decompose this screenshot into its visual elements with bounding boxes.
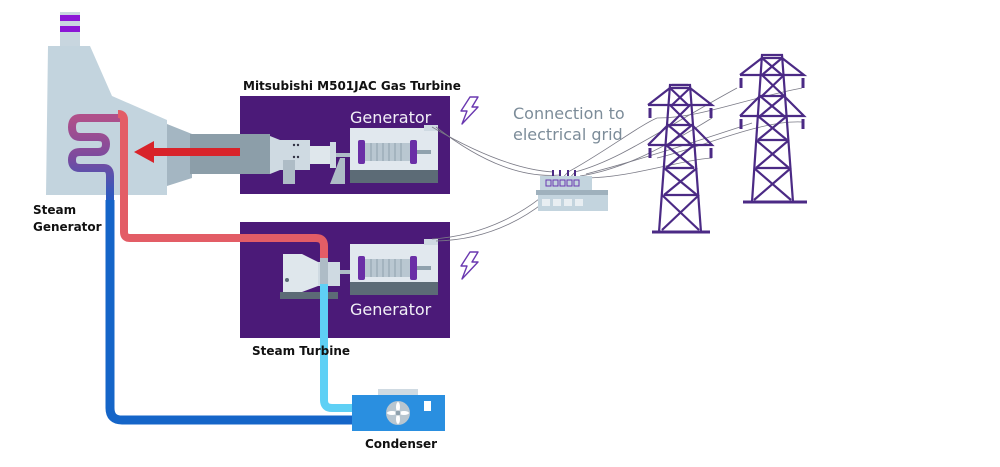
condensate-pipe (320, 284, 356, 412)
steam-turbine-generator (350, 239, 438, 295)
substation-icon (536, 170, 608, 211)
condenser (352, 389, 445, 431)
steam-turbine-machine (280, 254, 350, 299)
grid-connection-label-line2: electrical grid (513, 125, 623, 144)
coil-pipe (68, 114, 120, 205)
generator-label-bottom: Generator (350, 300, 432, 319)
gas-turbine-machine (240, 134, 350, 184)
gas-turbine-generator (350, 125, 438, 183)
transmission-tower-icon (739, 53, 808, 204)
transmission-tower-icon (647, 83, 716, 234)
condenser-label: Condenser (365, 437, 438, 451)
grid-connection-label-line1: Connection to (513, 104, 625, 123)
steam-generator-label: Steam Generator (33, 203, 102, 234)
feedwater-pipe (105, 200, 355, 425)
stack-band (60, 15, 80, 21)
lightning-icon (460, 96, 479, 125)
exhaust-arrow-icon (134, 141, 267, 163)
lightning-icon (460, 251, 479, 280)
stack-band (60, 26, 80, 32)
steam-turbine-label: Steam Turbine (252, 344, 351, 358)
hot-steam-pipe-segment (240, 234, 328, 258)
gas-turbine-label: Mitsubishi M501JAC Gas Turbine (243, 79, 461, 93)
fan-icon (386, 401, 410, 425)
generator-label-top: Generator (350, 108, 432, 127)
